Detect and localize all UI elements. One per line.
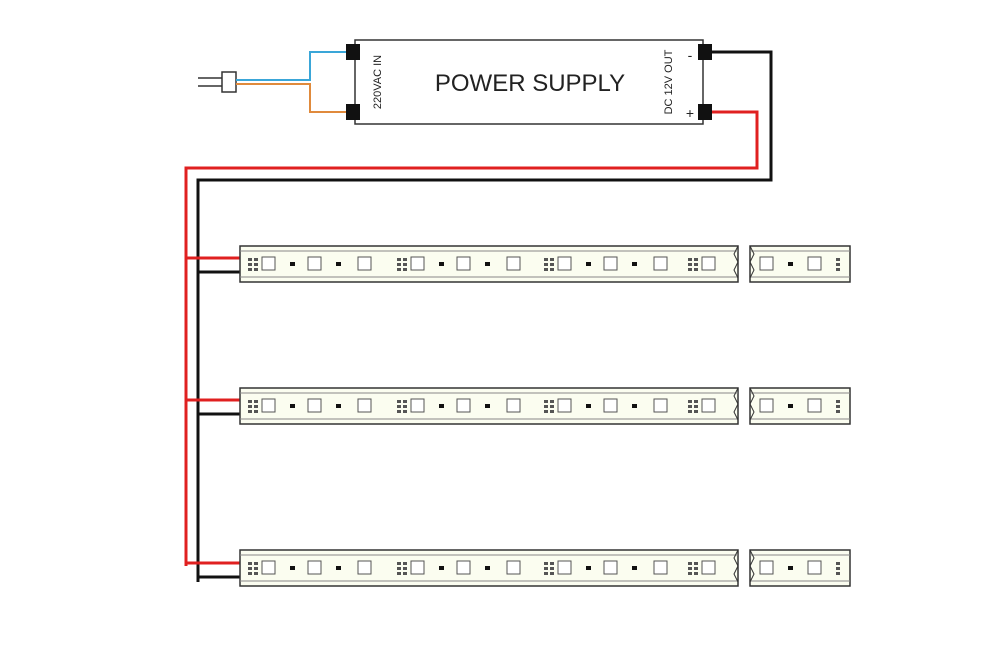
output-label: DC 12V OUT — [663, 49, 675, 114]
minus-label: - — [688, 47, 693, 63]
led-strip — [239, 549, 851, 587]
power-supply: POWER SUPPLY 220VAC IN DC 12V OUT - + — [346, 39, 712, 125]
ac-neutral-wire — [236, 83, 352, 113]
input-terminal-bottom — [346, 104, 360, 120]
ac-plug-icon — [198, 71, 237, 93]
output-terminal-minus — [698, 44, 712, 60]
plus-label: + — [686, 105, 694, 121]
led-strip — [239, 245, 851, 283]
negative-main-wire — [196, 50, 773, 582]
ac-live-wire — [236, 51, 352, 81]
output-terminal-plus — [698, 104, 712, 120]
led-strips — [239, 245, 851, 587]
branch-wires — [186, 256, 243, 579]
positive-main-wire — [184, 110, 759, 566]
input-label: 220VAC IN — [372, 55, 384, 109]
led-strip — [239, 387, 851, 425]
power-supply-title: POWER SUPPLY — [435, 70, 625, 97]
input-terminal-top — [346, 44, 360, 60]
